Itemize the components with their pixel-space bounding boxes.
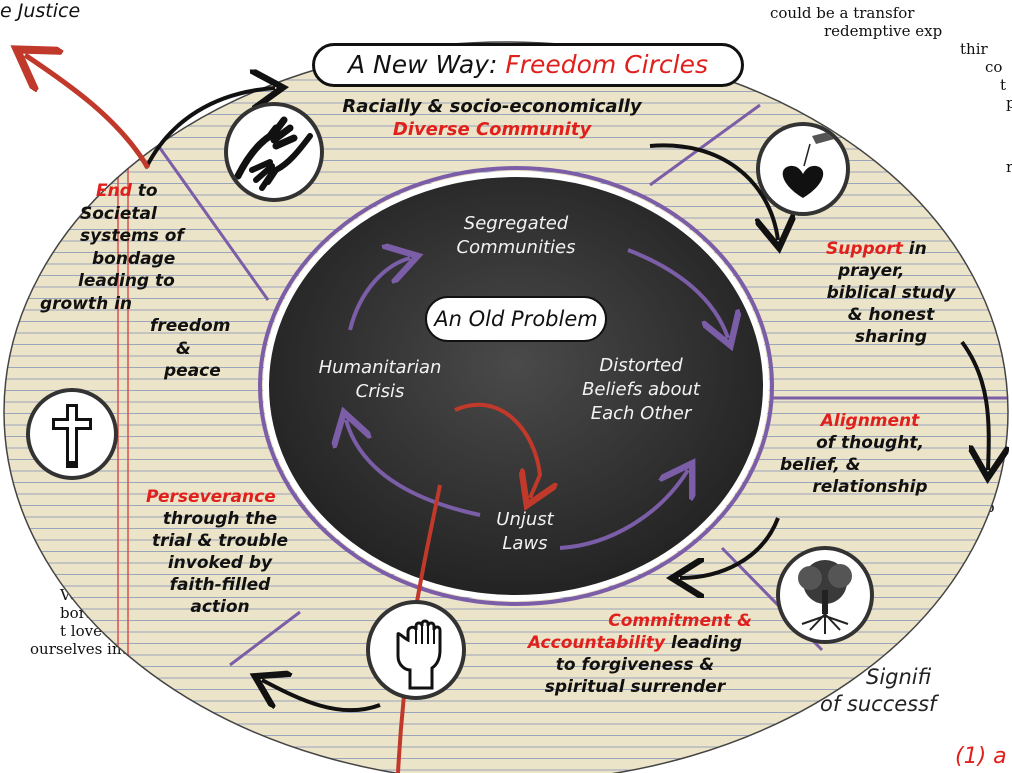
- label-line: trial & trouble: [151, 531, 289, 551]
- bg-line: p: [1006, 94, 1012, 112]
- hands-icon: [224, 102, 324, 202]
- label-support: Support in prayer, biblical study & hone…: [796, 238, 986, 348]
- label-line: sharing: [854, 327, 928, 347]
- label-line: belief, &: [780, 455, 861, 475]
- label-end: End to Societal systems of bondage leadi…: [40, 180, 240, 383]
- inner-unjust: Unjust Laws: [470, 508, 580, 556]
- chalk-line: Segregated: [463, 213, 569, 234]
- label-line-red: Diverse Community: [392, 119, 592, 140]
- label-line: Societal: [80, 203, 157, 224]
- hands-icon-svg: [234, 116, 313, 191]
- label-line: bondage: [92, 248, 176, 269]
- bg-line: co: [985, 58, 1003, 76]
- label-line: of thought,: [816, 433, 924, 453]
- bg-text-bottom-right-3: (1) a: [955, 744, 1007, 769]
- bg-text-top-left: e Justice: [0, 0, 81, 22]
- tree-icon: [776, 546, 874, 644]
- cross-icon-svg: [52, 404, 92, 468]
- bg-text-bottom-right-2: of successf: [820, 692, 937, 716]
- label-tail: in: [902, 239, 927, 259]
- label-line: growth in: [40, 293, 133, 314]
- label-line: systems of: [80, 226, 184, 246]
- heart-pour-icon-svg: [782, 130, 838, 198]
- label-line: & honest: [847, 305, 935, 325]
- label-line: to forgiveness &: [555, 655, 715, 675]
- label-line: leading to: [78, 271, 175, 291]
- label-line: spiritual surrender: [544, 677, 726, 697]
- tree-icon-svg: [798, 560, 852, 634]
- label-red: Accountability: [527, 633, 666, 653]
- label-line: invoked by: [167, 553, 273, 573]
- label-line: peace: [164, 361, 221, 381]
- label-alignment: Alignment of thought, belief, & relation…: [770, 410, 970, 498]
- bg-line: t: [1000, 76, 1007, 94]
- label-line: &: [176, 338, 191, 359]
- label-perseverance: Perseverance through the trial & trouble…: [130, 486, 310, 618]
- label-red: Support: [826, 239, 903, 259]
- label-head: Accountability leading: [490, 632, 780, 654]
- chalk-line: Laws: [502, 533, 548, 554]
- heart-pour-icon: [756, 122, 850, 216]
- label-red: Perseverance: [146, 487, 276, 507]
- cross-icon: [26, 388, 118, 480]
- label-head: End to: [40, 180, 240, 203]
- bg-line: thir: [960, 40, 988, 58]
- chalk-line: Communities: [456, 237, 576, 258]
- label-commitment: Commitment & Accountability leading to f…: [490, 610, 780, 698]
- label-line: action: [190, 597, 250, 617]
- inner-humanitarian: Humanitarian Crisis: [300, 356, 460, 404]
- banner-prefix: A New Way:: [347, 50, 506, 79]
- bg-line: redemptive exp: [824, 22, 943, 40]
- label-line: biblical study: [826, 283, 956, 303]
- chalk-line: Beliefs about: [582, 379, 700, 400]
- bg-line: could be a transfor: [770, 4, 915, 22]
- bg-text-bottom-right-1: Signifi: [866, 665, 932, 689]
- bg-line: r: [1006, 158, 1012, 176]
- banner-highlight: Freedom Circles: [505, 50, 709, 79]
- label-line: Racially & socio-economically: [342, 96, 642, 117]
- inner-segregated: Segregated Communities: [416, 212, 616, 260]
- label-line: through the: [162, 509, 278, 529]
- chalk-line: Crisis: [355, 381, 405, 402]
- inner-distorted: Distorted Beliefs about Each Other: [536, 354, 746, 426]
- label-tail: to: [131, 181, 158, 201]
- fist-icon: [366, 600, 466, 700]
- chalk-line: Humanitarian: [318, 357, 442, 378]
- chalk-line: Unjust: [496, 509, 554, 530]
- label-red: End: [96, 181, 132, 201]
- chalk-line: Distorted: [599, 355, 683, 376]
- title-banner: A New Way: Freedom Circles: [312, 43, 744, 87]
- label-line: prayer,: [838, 261, 905, 281]
- label-line: freedom: [150, 316, 231, 336]
- chalk-line: Each Other: [590, 403, 692, 424]
- label-red: Alignment: [820, 411, 920, 431]
- label-red: Commitment &: [608, 611, 752, 631]
- label-line: faith-filled: [169, 575, 271, 595]
- label-diverse-community: Racially & socio-economically Diverse Co…: [282, 95, 702, 141]
- label-tail: leading: [665, 633, 743, 653]
- inner-title-badge: An Old Problem: [425, 296, 607, 342]
- fist-icon-svg: [396, 619, 442, 690]
- bg-text-top-right: could be a transfor redemptive exp thir …: [770, 4, 1012, 176]
- label-line: relationship: [812, 477, 928, 497]
- label-head: Support in: [796, 238, 986, 260]
